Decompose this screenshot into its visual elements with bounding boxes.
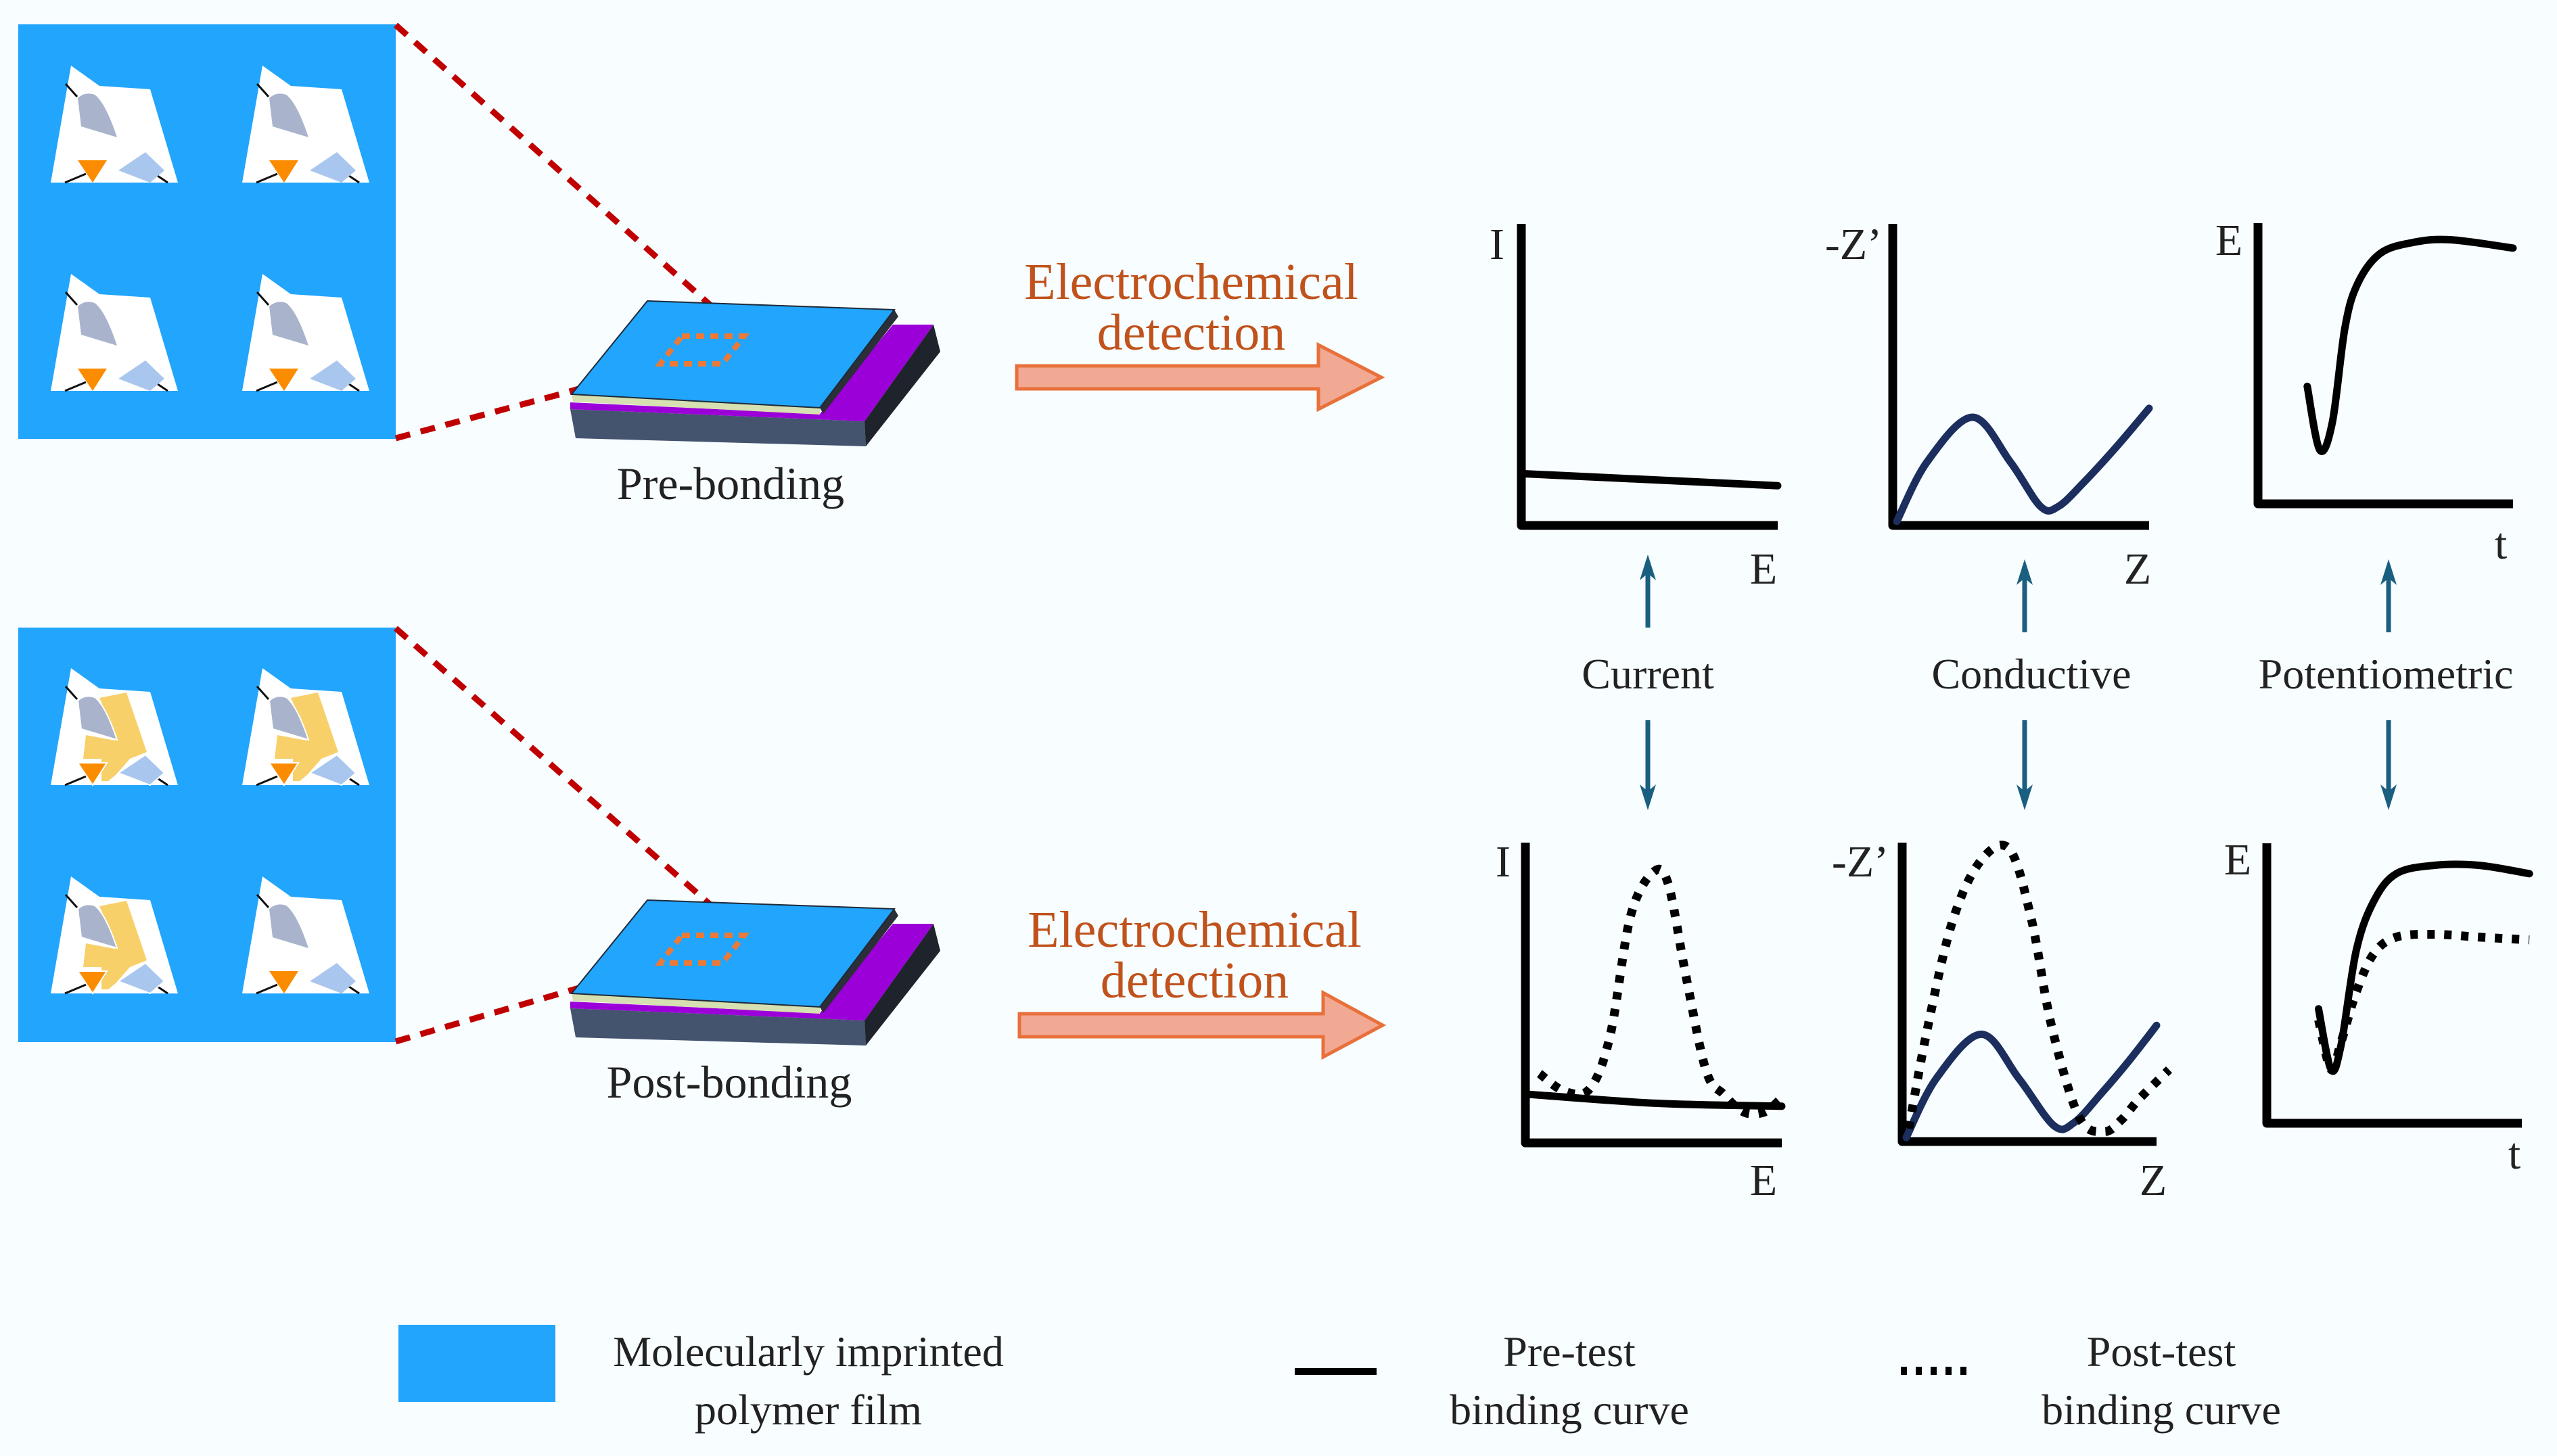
sensor-chip-pre	[570, 301, 940, 446]
post-test-curve	[1536, 864, 1782, 1119]
chart-axes	[1517, 224, 1778, 530]
method-current: Current	[1582, 555, 1714, 810]
detection-label-line2: detection	[1097, 304, 1286, 361]
pre-bonding-label: Pre-bonding	[617, 458, 844, 509]
detection-arrow-pre: Electrochemical detection	[1015, 254, 1385, 413]
pre-test-curve	[1893, 404, 2153, 525]
y-axis-label: E	[2215, 216, 2242, 265]
zoom-line-top	[394, 22, 750, 341]
chart-post-conductive: -Z’ Z	[1832, 837, 2173, 1205]
x-axis-label: E	[1750, 1156, 1777, 1205]
chart-post-potentiometric: Et	[2224, 835, 2533, 1179]
detection-label-line2: detection	[1101, 952, 1289, 1009]
pre-test-curve	[1521, 470, 1782, 490]
method-potentiometric: Potentiometric	[2259, 559, 2514, 810]
chart-pre-current: IE	[1490, 220, 1782, 594]
zoom-line-top	[394, 626, 750, 940]
down-arrow-head	[1640, 784, 1656, 810]
chart-axes	[1897, 843, 2157, 1146]
sensor-chip-post	[570, 900, 940, 1046]
x-axis-label: Z	[2124, 544, 2151, 594]
pre-test-curve	[1525, 1090, 1786, 1110]
y-axis-label: I	[1496, 837, 1511, 887]
pre-bonding-panel: Pre-bonding	[18, 22, 940, 509]
x-axis-label: t	[2508, 1129, 2520, 1179]
down-arrow-head	[2017, 784, 2033, 810]
method-links: Current Conductive Potentiometric	[1582, 555, 2513, 810]
x-axis-label: Z	[2140, 1156, 2167, 1205]
method-label-potentiometric: Potentiometric	[2259, 650, 2514, 698]
chart-axes	[2253, 223, 2513, 509]
pre-test-curve	[1902, 1021, 2161, 1142]
up-arrow-head	[2380, 559, 2397, 585]
down-arrow-head	[2380, 784, 2397, 810]
right-arrow-icon	[1015, 342, 1385, 413]
legend-post-line2: binding curve	[2042, 1386, 2281, 1434]
legend: Molecularly imprinted polymer film Pre-t…	[398, 1325, 2281, 1434]
method-conductive: Conductive	[1931, 559, 2132, 810]
post-bonding-panel: Post-bonding	[18, 626, 940, 1108]
legend-swatch-mip-film	[398, 1325, 555, 1402]
legend-film-line2: polymer film	[695, 1386, 922, 1434]
x-axis-label: t	[2495, 519, 2507, 569]
chart-axes	[1521, 843, 1782, 1148]
legend-film-line1: Molecularly imprinted	[613, 1328, 1004, 1376]
legend-post-line1: Post-test	[2087, 1328, 2236, 1376]
post-bonding-label: Post-bonding	[607, 1056, 852, 1108]
chart-pre-potentiometric: Et	[2215, 216, 2517, 569]
chart-axes	[2262, 843, 2522, 1128]
legend-pre-line2: binding curve	[1450, 1386, 1689, 1434]
post-test-curve	[2314, 930, 2530, 1075]
pre-test-curve	[2315, 860, 2533, 1075]
chart-post-current: IE	[1496, 837, 1786, 1205]
y-axis-label: -Z’	[1832, 837, 1889, 887]
legend-pre-line1: Pre-test	[1503, 1328, 1636, 1376]
chart-pre-conductive: -Z’ Z	[1825, 220, 2153, 594]
up-arrow-head	[2017, 559, 2033, 585]
method-label-current: Current	[1582, 650, 1714, 698]
chart-axes	[1888, 224, 2149, 530]
up-arrow-head	[1640, 555, 1656, 580]
y-axis-label: I	[1490, 220, 1504, 269]
y-axis-label: -Z’	[1825, 220, 1882, 269]
pre-test-curve	[2303, 235, 2517, 455]
detection-label-line1: Electrochemical	[1028, 901, 1362, 958]
right-arrow-icon	[1017, 989, 1387, 1060]
method-label-conductive: Conductive	[1931, 650, 2131, 698]
y-axis-label: E	[2224, 835, 2251, 885]
detection-arrow-post: Electrochemical detection	[1017, 901, 1387, 1060]
x-axis-label: E	[1750, 544, 1777, 594]
post-test-curve	[1904, 841, 2173, 1136]
detection-label-line1: Electrochemical	[1024, 254, 1358, 310]
